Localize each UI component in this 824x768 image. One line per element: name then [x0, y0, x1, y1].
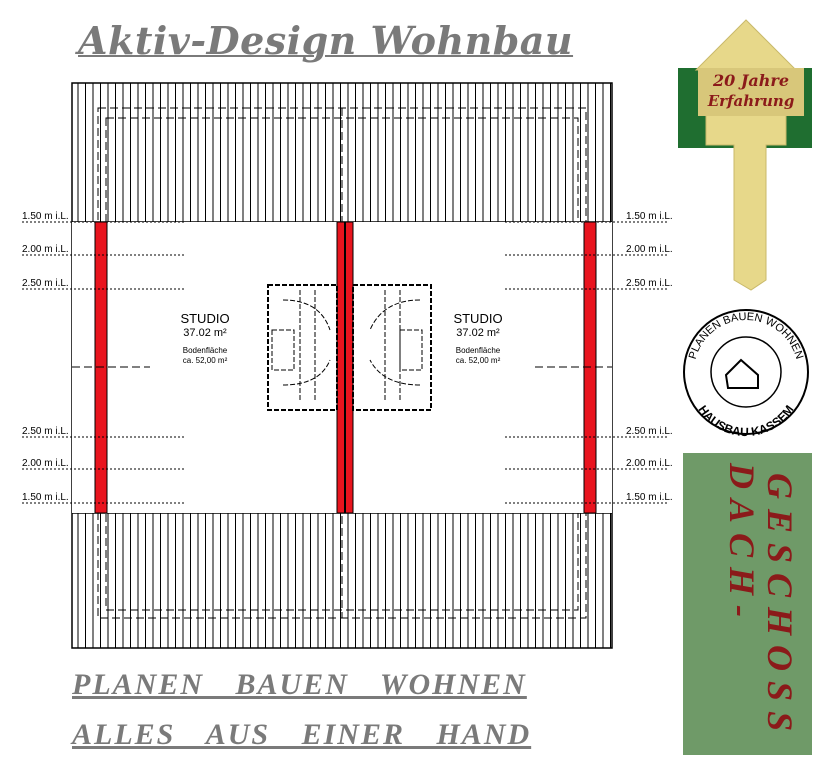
height-labels: 1.50 m i.L. 1.50 m i.L. 2.00 m i.L. 2.00 m … [22, 211, 673, 503]
right-stair-outline [352, 284, 432, 411]
left-stair-outline [267, 284, 338, 411]
left-stair-well [271, 329, 295, 371]
seal-outer-ring [683, 309, 809, 435]
slogan-line1: PLANEN BAUEN WOHNEN [72, 668, 527, 701]
room-floor-area: ca. 52,00 m² [456, 356, 501, 365]
right-stair-well [399, 329, 423, 371]
room-name: STUDIO [180, 311, 229, 326]
key-badge-line2: Erfahrung [707, 92, 795, 110]
height-label: 2.00 m i.L. [22, 244, 69, 255]
floor-label-line1: DACH- [722, 463, 762, 628]
house-icon [724, 358, 759, 389]
room-labels: STUDIO 37.02 m² Bodenfläche ca. 52,00 m²… [180, 311, 502, 365]
key-logo: 20 Jahre Erfahrung [678, 19, 812, 291]
slogan-line2: ALLES AUS EINER HAND [72, 718, 532, 751]
room-area: 37.02 m² [456, 327, 500, 339]
height-label: 2.00 m i.L. [626, 244, 673, 255]
seal-logo: PLANEN BAUEN WOHNEN HAUSBAU KASSEM [683, 309, 809, 439]
room-floor-label: Bodenfläche [456, 346, 501, 355]
height-label: 2.50 m i.L. [626, 278, 673, 289]
seal-bottom-text: HAUSBAU KASSEM [696, 403, 797, 439]
floor-label-panel: DACH- GESCHOSS [683, 453, 812, 755]
height-lines [22, 221, 668, 504]
room-area: 37.02 m² [183, 327, 227, 339]
height-label: 1.50 m i.L. [22, 211, 69, 222]
key-badge-plate [698, 68, 804, 116]
height-label: 2.00 m i.L. [22, 458, 69, 469]
floor-label-line2: GESCHOSS [760, 473, 800, 742]
height-label: 2.50 m i.L. [22, 426, 69, 437]
height-label: 2.50 m i.L. [22, 278, 69, 289]
height-label: 2.50 m i.L. [626, 426, 673, 437]
height-label: 1.50 m i.L. [22, 492, 69, 503]
height-label: 1.50 m i.L. [626, 211, 673, 222]
room-floor-label: Bodenfläche [183, 346, 228, 355]
right-stair-steps [369, 290, 421, 400]
height-label: 1.50 m i.L. [626, 492, 673, 503]
page-title: Aktiv-Design Wohnbau [78, 18, 574, 63]
key-badge-line1: 20 Jahre [712, 71, 789, 90]
roof-hatching [77, 83, 611, 648]
seal-top-text: PLANEN BAUEN WOHNEN [687, 311, 805, 361]
seal-inner-ring [710, 336, 782, 408]
room-floor-area: ca. 52,00 m² [183, 356, 228, 365]
house-key-icon [694, 19, 798, 291]
height-label: 2.00 m i.L. [626, 458, 673, 469]
staircase [267, 284, 432, 411]
left-stair-steps [282, 290, 331, 400]
room-name: STUDIO [453, 311, 502, 326]
